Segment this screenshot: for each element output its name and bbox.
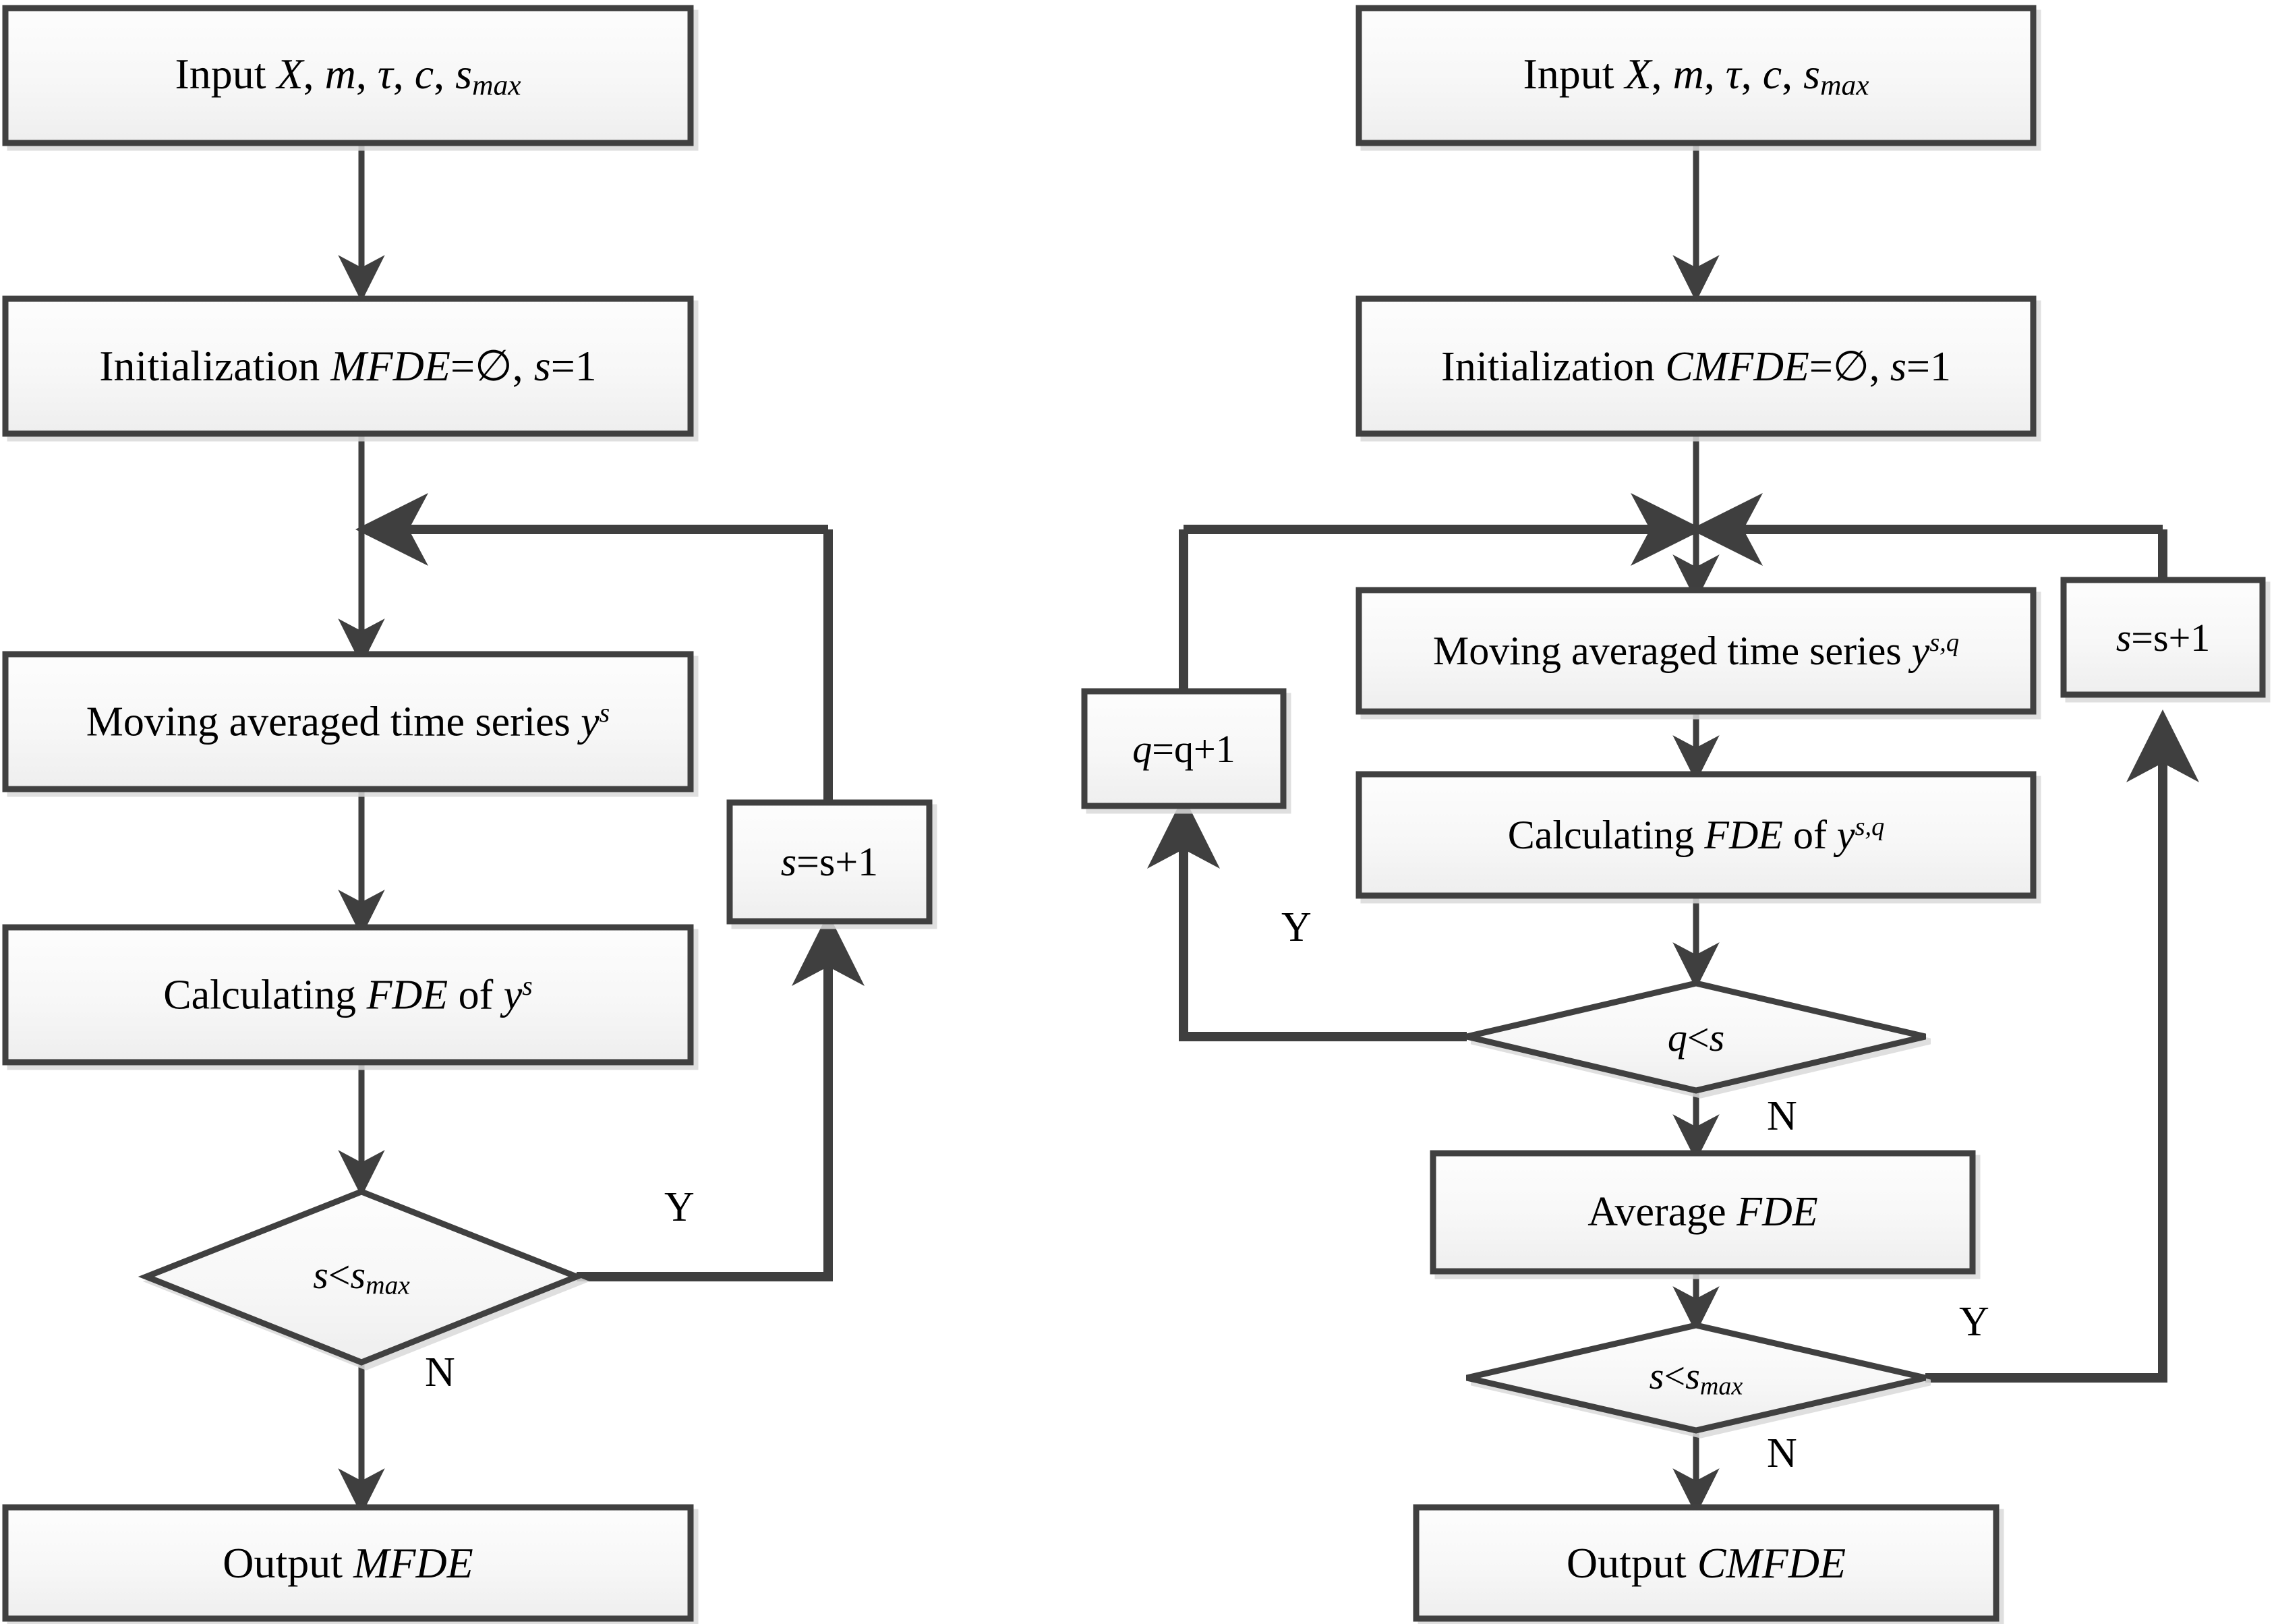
edge-label-r-no-q: N <box>1767 1093 1797 1139</box>
edge-label-r-yes-q: Y <box>1281 904 1312 950</box>
node-r-qinc[interactable] <box>1081 688 1287 809</box>
node-r-sinc[interactable] <box>2060 577 2266 698</box>
node-r-init[interactable] <box>1355 295 2037 437</box>
edge-label-r-no-s: N <box>1767 1430 1797 1476</box>
node-l-decision[interactable] <box>138 1188 585 1366</box>
node-r-calc[interactable] <box>1355 771 2037 899</box>
right-flowchart-group <box>1081 5 2266 1622</box>
node-l-inc[interactable] <box>726 799 933 925</box>
node-l-moving[interactable] <box>2 651 694 792</box>
node-r-output[interactable] <box>1413 1504 2000 1622</box>
edge-decision-yes <box>577 913 865 1281</box>
edge-r-decq-yes <box>1147 796 1467 1041</box>
edge-label-r-yes-s: Y <box>1959 1299 1989 1345</box>
node-r-decision-q[interactable] <box>1465 980 1927 1094</box>
node-r-input[interactable] <box>1355 5 2037 146</box>
edge-label-l-yes: Y <box>664 1184 695 1230</box>
node-r-moving[interactable] <box>1355 587 2037 715</box>
node-l-init[interactable] <box>2 295 694 437</box>
node-l-output[interactable] <box>2 1504 694 1622</box>
edge-r-decs-yes <box>1925 709 2199 1383</box>
edge-label-l-no: N <box>425 1350 455 1395</box>
node-l-calc[interactable] <box>2 924 694 1066</box>
node-r-decision-s[interactable] <box>1465 1322 1927 1434</box>
node-r-avg[interactable] <box>1430 1150 1976 1275</box>
node-l-input[interactable] <box>2 5 694 146</box>
left-flowchart-group <box>2 5 933 1622</box>
